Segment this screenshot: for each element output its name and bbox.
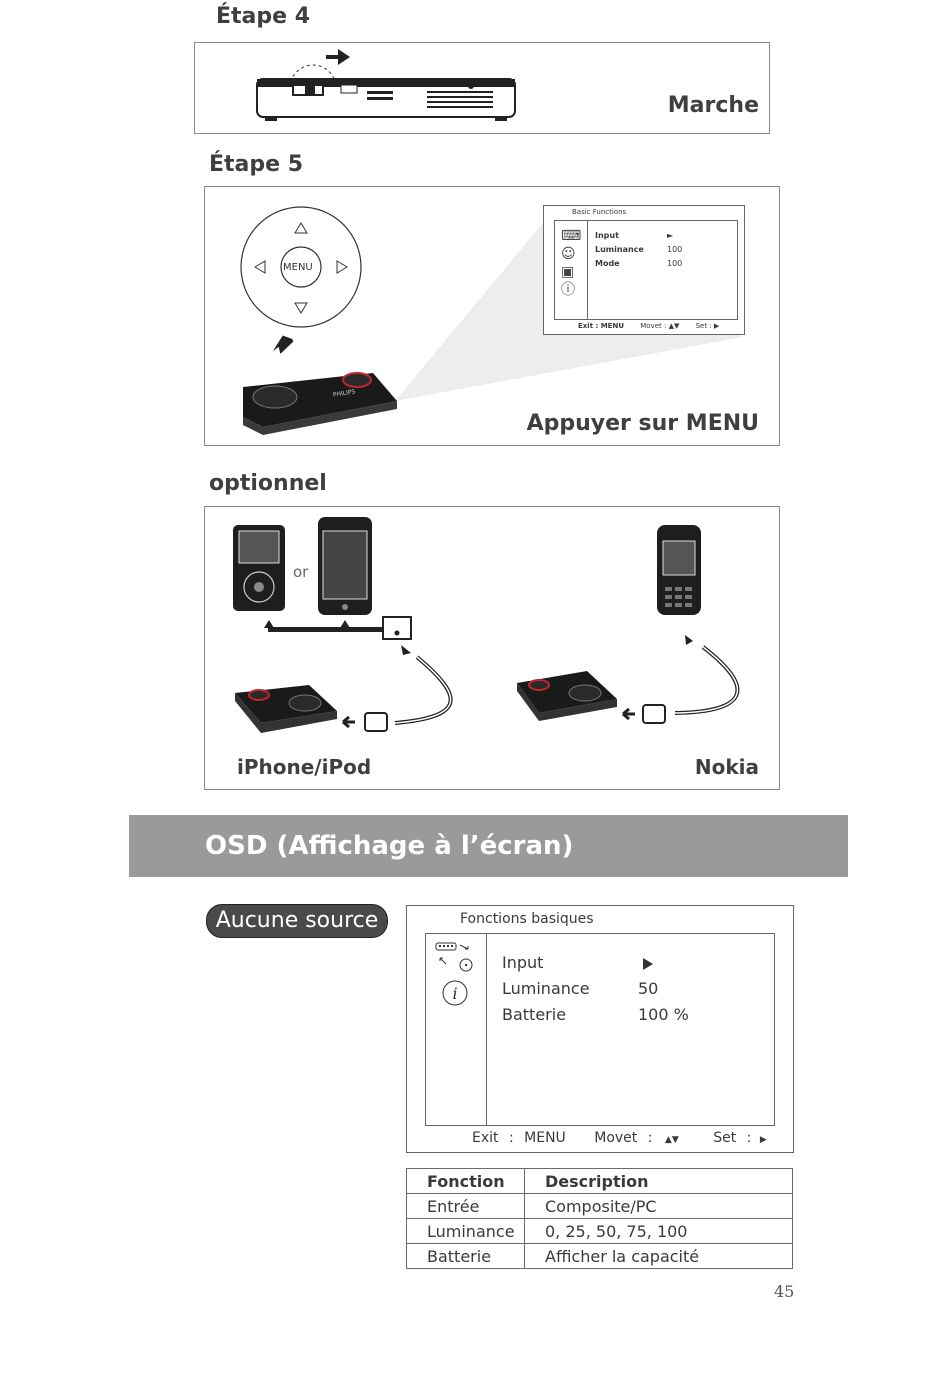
mini-osd-title: Basic Functions xyxy=(572,208,627,216)
table-cell: Luminance xyxy=(406,1218,525,1244)
osd-title: Fonctions basiques xyxy=(460,911,594,927)
or-label: or xyxy=(293,563,309,581)
table-cell: Composite/PC xyxy=(524,1193,793,1219)
optional-illustration xyxy=(233,517,740,733)
osd-exit-label: Exit xyxy=(472,1130,499,1146)
table-row: Batterie Afficher la capacité xyxy=(406,1243,793,1269)
osd-exit-key: MENU xyxy=(524,1130,566,1146)
optional-panel: or iPhone/iPod Nokia xyxy=(204,506,780,790)
iphone-ipod-caption: iPhone/iPod xyxy=(237,755,372,779)
function-table: Fonction Description Entrée Composite/PC… xyxy=(406,1168,793,1269)
mini-osd-item-value: 100 xyxy=(667,245,683,254)
table-row: Entrée Composite/PC xyxy=(406,1193,793,1219)
osd-item-label: Input xyxy=(502,953,544,972)
dpad-down-icon xyxy=(294,302,308,314)
step4-caption: Marche xyxy=(667,93,759,118)
osd-set-sep: : xyxy=(746,1130,752,1146)
dpad-left-icon xyxy=(254,260,266,274)
osd-section-band: OSD (Affichage à l’écran) xyxy=(129,815,848,877)
page-number: 45 xyxy=(774,1282,795,1301)
step5-title: Étape 5 xyxy=(209,152,304,177)
mini-osd-item-label: Mode xyxy=(595,259,620,268)
osd-item-label: Luminance xyxy=(502,979,590,998)
osd-move-label: Movet xyxy=(594,1130,638,1146)
osd-item-value: 50 xyxy=(638,979,659,998)
table-cell: Batterie xyxy=(406,1243,525,1269)
table-header-row: Fonction Description xyxy=(406,1168,793,1194)
mini-osd: Basic Functions ⌨ ☺ ▣ ⓘ Input Luminance … xyxy=(543,205,745,335)
info-icon: i xyxy=(442,980,468,1006)
camera-icon: ▣ xyxy=(561,264,575,280)
mini-osd-icons: ⌨ ☺ ▣ ⓘ xyxy=(561,227,581,299)
osd-inner-frame: i Input Luminance Batterie 50 100 % xyxy=(425,933,775,1126)
ipod-device xyxy=(233,525,285,611)
set-arrow-icon: ▶ xyxy=(713,322,720,330)
dpad-menu-label: MENU xyxy=(283,262,313,273)
table-header-cell: Fonction xyxy=(406,1168,525,1194)
osd-item-value xyxy=(638,950,689,976)
table-row: Luminance 0, 25, 50, 75, 100 xyxy=(406,1218,793,1244)
step5-caption: Appuyer sur MENU xyxy=(526,411,759,436)
mini-osd-move: Movet : xyxy=(640,322,667,330)
osd-item-label: Batterie xyxy=(502,1005,567,1024)
mini-osd-set: Set : xyxy=(695,322,712,330)
mini-osd-item-value: 100 xyxy=(667,259,683,268)
mini-osd-item-value: ► xyxy=(667,231,674,240)
osd-section-title: OSD (Affichage à l’écran) xyxy=(205,831,574,861)
osd-screen: Fonctions basiques i Input Luminance Bat… xyxy=(406,905,794,1153)
input-icon: ⌨ xyxy=(561,228,582,244)
nokia-phone xyxy=(657,525,701,615)
move-arrows-icon: ▲▼ xyxy=(664,1135,679,1145)
iphone-device xyxy=(318,517,372,615)
optional-title: optionnel xyxy=(209,471,327,496)
mini-osd-exit: Exit : MENU xyxy=(578,322,625,330)
dpad-right-icon xyxy=(336,260,348,274)
move-arrows-icon: ▲▼ xyxy=(668,322,680,330)
input-source-icon xyxy=(435,942,473,972)
projector-side-illustration xyxy=(256,49,516,121)
user-icon: ☺ xyxy=(561,246,576,262)
osd-set-label: Set xyxy=(713,1130,737,1146)
step4-panel: Marche xyxy=(194,42,770,134)
dpad-center xyxy=(280,246,322,288)
osd-item-value: 100 % xyxy=(638,1005,689,1024)
dpad-up-icon xyxy=(294,222,308,234)
info-icon: ⓘ xyxy=(561,282,575,298)
step5-panel: MENU PHILIPS Basic Functions ⌨ ☺ ▣ ⓘ Inp… xyxy=(204,186,780,446)
mini-osd-item-label: Luminance xyxy=(595,245,644,254)
table-header-cell: Description xyxy=(524,1168,793,1194)
table-cell: Entrée xyxy=(406,1193,525,1219)
osd-footer: Exit : MENU Movet : ▲▼ Set : ▶ xyxy=(472,1130,767,1146)
table-cell: 0, 25, 50, 75, 100 xyxy=(524,1218,793,1244)
nokia-caption: Nokia xyxy=(694,755,759,779)
mini-osd-item-label: Input xyxy=(595,231,619,240)
step4-title: Étape 4 xyxy=(216,4,311,29)
table-cell: Afficher la capacité xyxy=(524,1243,793,1269)
osd-exit-sep: : xyxy=(508,1130,514,1146)
play-arrow-icon xyxy=(643,957,653,970)
svg-text:i: i xyxy=(452,984,457,1003)
set-arrow-icon: ▶ xyxy=(759,1135,767,1145)
osd-move-sep: : xyxy=(647,1130,653,1146)
no-source-badge: Aucune source xyxy=(206,904,388,938)
